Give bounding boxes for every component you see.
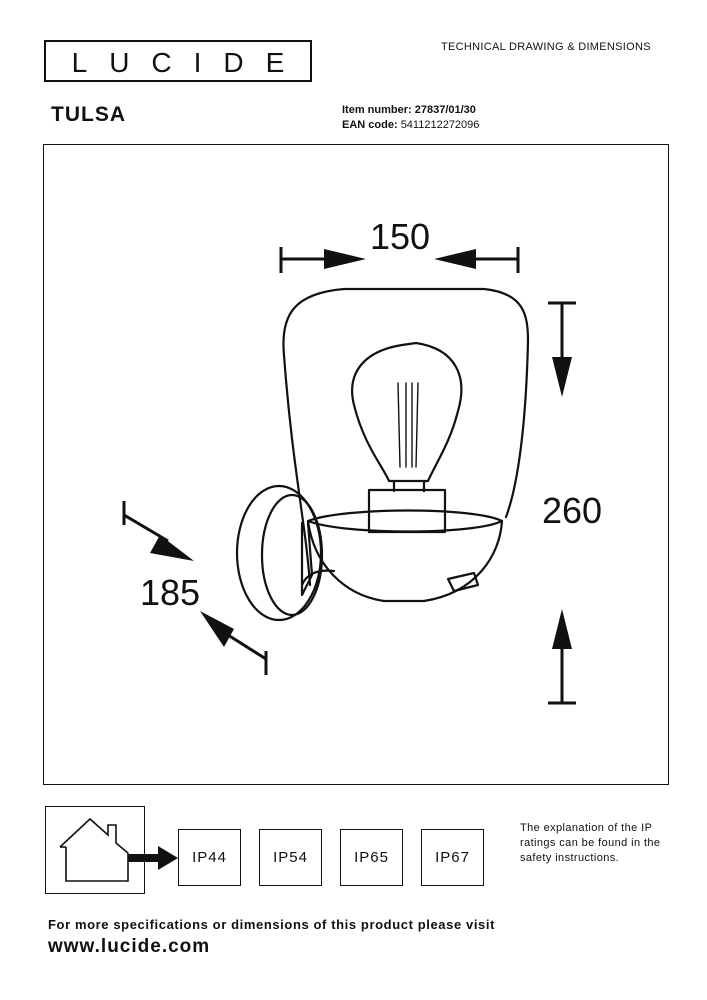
technical-drawing: 150 260 185 xyxy=(122,216,602,705)
width-dim-left-arrow xyxy=(324,249,366,269)
ean-row: EAN code: 5411212272096 xyxy=(342,118,479,133)
item-number-label: Item number: xyxy=(342,104,412,116)
height-dim-label: 260 xyxy=(542,490,602,531)
ip-arrow-icon xyxy=(128,846,178,870)
outdoor-house-box xyxy=(45,806,145,894)
footer-text: For more specifications or dimensions of… xyxy=(48,917,496,932)
wall-plate-inner xyxy=(260,493,324,617)
depth-dim-top-arrow xyxy=(150,535,194,561)
ean-label: EAN code: xyxy=(342,119,398,131)
width-dim-label: 150 xyxy=(370,216,430,257)
ean-value: 5411212272096 xyxy=(400,119,480,131)
document-type: TECHNICAL DRAWING & DIMENSIONS xyxy=(441,41,651,53)
height-dim-bottom-arrow xyxy=(552,609,572,649)
technical-drawing-frame: 150 260 185 xyxy=(43,144,669,785)
ip-rating-ip67: IP67 xyxy=(421,829,484,886)
footer-link[interactable]: www.lucide.com xyxy=(48,936,211,957)
bulb-filament xyxy=(397,382,419,468)
filament-bulb xyxy=(351,341,463,483)
item-number-value: 27837/01/30 xyxy=(414,104,476,116)
mount-arm xyxy=(300,521,314,597)
depth-dim-bottom-arrow xyxy=(200,611,234,647)
arm-curve xyxy=(300,569,336,587)
product-meta: Item number: 27837/01/30 EAN code: 54112… xyxy=(342,103,479,133)
lamp-base-bowl xyxy=(306,509,504,603)
ip-rating-ip54: IP54 xyxy=(259,829,322,886)
bowl-rim xyxy=(306,519,504,533)
lamp-holder xyxy=(367,488,447,534)
glass-shade xyxy=(282,287,530,587)
item-number-row: Item number: 27837/01/30 xyxy=(342,103,479,118)
brand-logo-text: LUCIDE xyxy=(71,47,307,78)
ip-rating-ip44: IP44 xyxy=(178,829,241,886)
bowl-clip xyxy=(446,571,480,593)
house-icon xyxy=(59,817,129,882)
brand-logo: LUCIDE xyxy=(44,40,312,82)
depth-dim-bottom-line xyxy=(227,633,267,661)
depth-dim-label: 185 xyxy=(140,572,200,613)
ip-rating-note: The explanation of the IP ratings can be… xyxy=(520,822,661,864)
width-dim-right-arrow xyxy=(434,249,476,269)
height-dim-top-arrow xyxy=(552,357,572,397)
ip-rating-ip65: IP65 xyxy=(340,829,403,886)
bulb-neck xyxy=(392,479,426,493)
product-name: TULSA xyxy=(51,103,126,126)
